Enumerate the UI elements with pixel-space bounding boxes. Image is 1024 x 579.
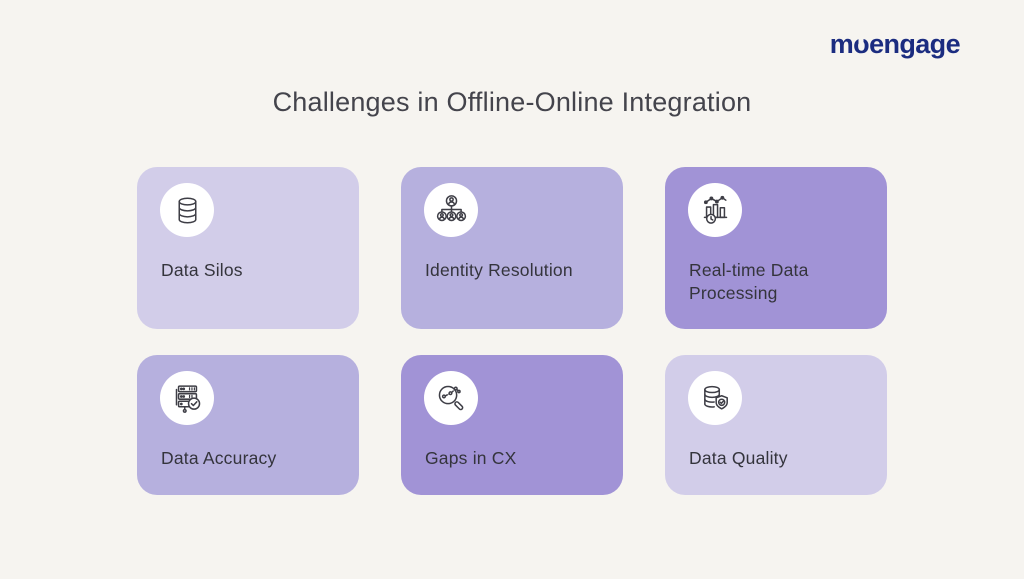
logo-magnet-o: o xyxy=(853,29,870,59)
card-label: Data Accuracy xyxy=(161,448,277,468)
database-icon xyxy=(177,197,197,223)
logo-text-engage: engage xyxy=(869,29,961,59)
logo-text-m: m xyxy=(829,29,854,59)
realtime-chart-icon xyxy=(703,195,727,224)
icon-circle xyxy=(424,371,478,425)
magnifier-gap-icon xyxy=(438,385,463,410)
card-data-accuracy: Data Accuracy xyxy=(137,355,359,495)
icon-circle xyxy=(688,183,742,237)
card-realtime-data-processing: Real-time Data Processing xyxy=(665,167,887,329)
icon-circle xyxy=(688,371,742,425)
card-data-silos: Data Silos xyxy=(137,167,359,329)
icon-circle xyxy=(424,183,478,237)
card-data-quality: Data Quality xyxy=(665,355,887,495)
card-label: Data Silos xyxy=(161,260,243,280)
challenges-grid: Data Silos xyxy=(137,167,887,495)
identity-hierarchy-icon xyxy=(436,194,466,221)
server-check-icon xyxy=(175,384,200,413)
card-identity-resolution: Identity Resolution xyxy=(401,167,623,329)
icon-circle xyxy=(160,183,214,237)
icon-circle xyxy=(160,371,214,425)
card-label: Identity Resolution xyxy=(425,260,573,280)
card-gaps-in-cx: Gaps in CX xyxy=(401,355,623,495)
card-label: Real-time Data Processing xyxy=(689,260,809,303)
card-label: Data Quality xyxy=(689,448,788,468)
page-title: Challenges in Offline-Online Integration xyxy=(272,87,752,117)
card-label: Gaps in CX xyxy=(425,448,517,468)
logo-o-notch xyxy=(858,37,864,43)
database-shield-icon xyxy=(703,385,728,410)
